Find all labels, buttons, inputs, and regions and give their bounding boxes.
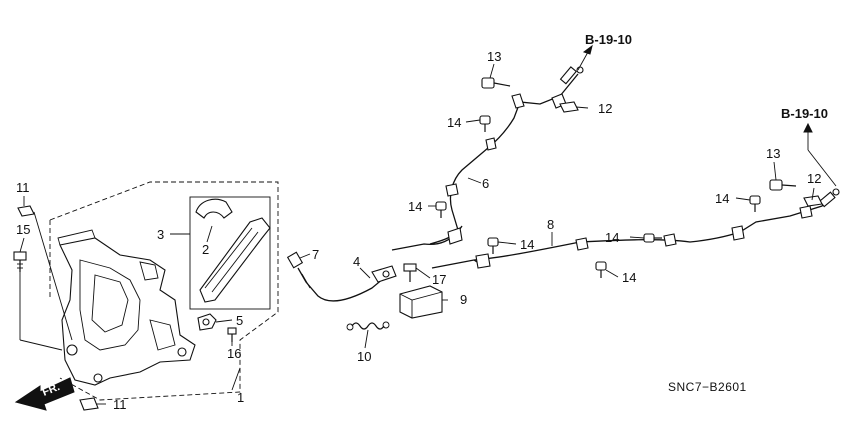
bolt-14-c — [487, 237, 499, 254]
clip-11-bottom — [79, 397, 99, 411]
callout-14-a: 14 — [447, 115, 461, 130]
callout-13-top: 13 — [487, 49, 501, 64]
callout-2: 2 — [202, 242, 209, 257]
callout-11-bottom: 11 — [113, 397, 127, 412]
return-spring — [346, 321, 390, 331]
ref-label-right: B-19-10 — [781, 106, 828, 121]
callout-12-right: 12 — [807, 171, 821, 186]
bolt-13-right — [769, 179, 797, 191]
callout-14-b: 14 — [408, 199, 422, 214]
bolt-13-top — [481, 77, 511, 89]
callout-4: 4 — [353, 254, 360, 269]
cable-bracket-9 — [399, 285, 443, 319]
front-direction-arrow: FR. — [14, 377, 75, 411]
clip-12-right — [803, 195, 823, 207]
lever-base-bracket — [57, 229, 196, 386]
callout-15: 15 — [16, 222, 30, 237]
clip-11-top — [17, 205, 35, 217]
bolt-14-a — [479, 115, 491, 132]
ref-label-top: B-19-10 — [585, 32, 632, 47]
callout-13-right: 13 — [766, 146, 780, 161]
bolt-14-b — [435, 201, 447, 218]
clip-12-top — [559, 101, 579, 113]
callout-17: 17 — [432, 272, 446, 287]
callout-14-e: 14 — [622, 270, 636, 285]
left-rear-cable — [391, 66, 584, 251]
lever-handle-group — [189, 196, 271, 310]
diagram-code: SNC7−B2601 — [668, 380, 747, 394]
callout-10: 10 — [357, 349, 371, 364]
callout-3: 3 — [157, 227, 164, 242]
callout-11-top: 11 — [16, 180, 30, 195]
callout-9: 9 — [460, 292, 467, 307]
callout-12-top: 12 — [598, 101, 612, 116]
callout-16: 16 — [227, 346, 241, 361]
callouts: 1 2 3 4 5 6 7 8 9 10 11 11 12 12 13 13 1… — [16, 49, 821, 412]
callout-5: 5 — [236, 313, 243, 328]
bolt-14-d — [643, 233, 662, 243]
assembly-frame — [49, 181, 279, 401]
callout-14-d: 14 — [605, 230, 619, 245]
callout-6: 6 — [482, 176, 489, 191]
front-cable — [286, 251, 397, 302]
callout-8: 8 — [547, 217, 554, 232]
leader-lines — [19, 44, 837, 405]
bolt-14-f — [749, 195, 761, 212]
callout-1: 1 — [237, 390, 244, 405]
bolt-17 — [403, 263, 417, 282]
bolt-14-e — [595, 261, 607, 278]
bolt-16 — [227, 327, 237, 342]
right-rear-cable — [431, 188, 840, 269]
fastener-5 — [197, 313, 217, 331]
callout-7: 7 — [312, 247, 319, 262]
callout-14-f: 14 — [715, 191, 729, 206]
callout-14-c: 14 — [520, 237, 534, 252]
bolt-15 — [13, 251, 27, 272]
